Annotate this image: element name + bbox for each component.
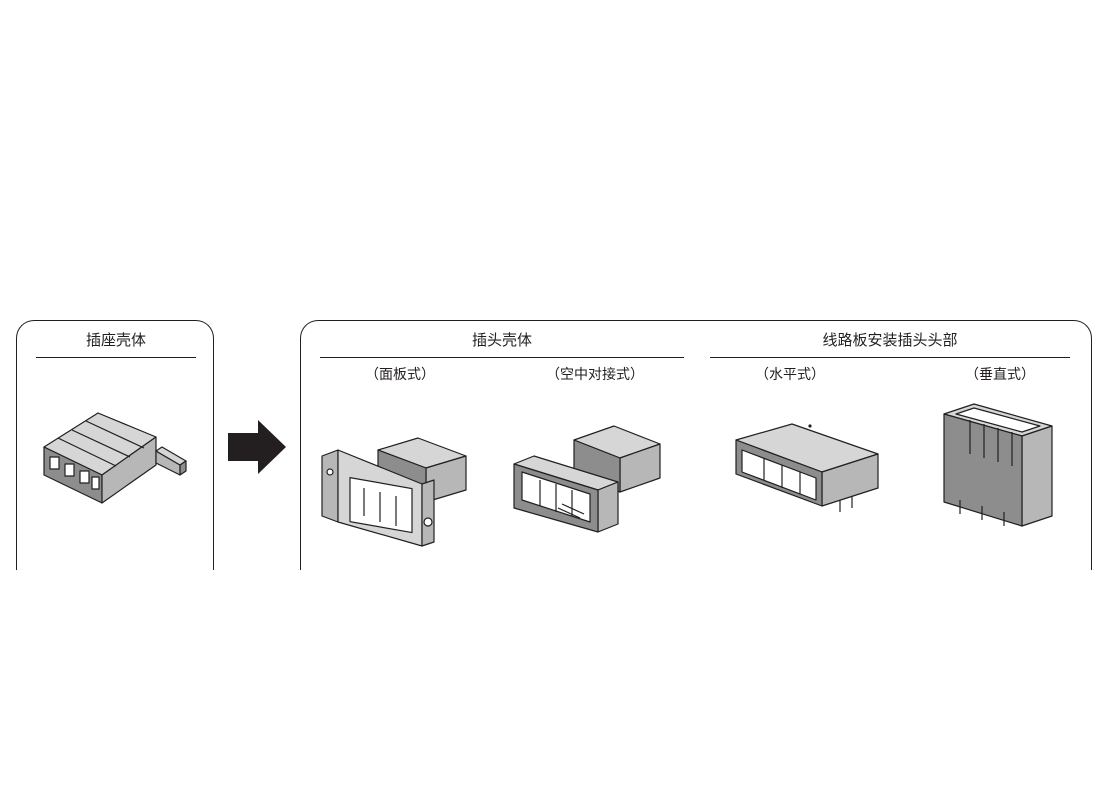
vertical-pcb-header-icon [943,403,1053,527]
plug-housing-rule [320,357,684,358]
arrow-right-icon [228,420,286,474]
free-hanging-label: （空中对接式） [546,367,644,383]
vertical-label: （垂直式） [965,367,1035,383]
socket-housing-panel [16,320,214,570]
panel-mount-plug-icon [321,437,467,547]
horizontal-pcb-header-icon [735,423,879,512]
pcb-header-title: 线路板安装插头头部 [822,331,958,349]
horizontal-label: （水平式） [755,367,825,383]
socket-housing-icon [43,412,187,504]
socket-housing-title: 插座壳体 [85,331,146,349]
socket-title-rule [36,357,196,358]
plug-housing-title: 插头壳体 [471,331,532,349]
plug-housing-panel [300,320,1092,570]
panel-mount-label: （面板式） [365,367,435,383]
free-hanging-plug-icon [513,425,661,533]
pcb-header-rule [710,357,1070,358]
